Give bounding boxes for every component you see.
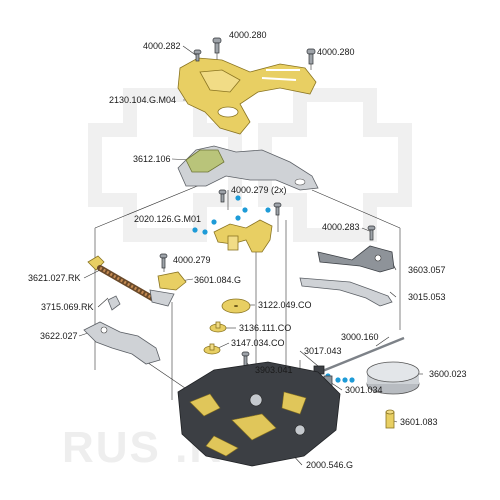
lever-3603 [317,245,395,273]
label-3622-027: 3622.027 [40,331,78,341]
bracket-under-spring [149,289,175,307]
label-3601-083: 3601.083 [400,417,438,427]
lever-3015 [299,277,393,307]
bridge-2020 [213,219,273,253]
part-3715 [107,295,121,311]
screw-4000-280-a-icon [212,37,222,54]
wheel-3122 [221,298,251,314]
plate-3622 [83,321,161,365]
screws-top [193,37,316,65]
label-3612-106: 3612.106 [133,154,171,164]
label-4000-279-2x: 4000.279 (2x) [231,185,287,195]
oil-dot-icon [211,219,217,225]
screw-4000-280-b-icon [306,48,316,65]
screw-4000-279-a-icon [218,189,227,203]
bridge-plate-2130 [177,57,317,135]
label-3001-034: 3001.034 [345,385,383,395]
label-3903-041: 3903.041 [255,365,293,375]
label-3603-057: 3603.057 [408,265,446,275]
screws-4000-279-2x [218,189,282,216]
label-3600-023: 3600.023 [429,369,467,379]
screw-4000-282-icon [193,49,202,62]
label-3017-043: 3017.043 [304,346,342,356]
label-2000-546: 2000.546.G [306,460,353,470]
screw-4000-283-icon [367,225,376,241]
plate-3612 [177,145,319,191]
wheel-3147 [203,343,221,355]
oil-dot-icon [335,377,341,383]
label-3601-084: 3601.084.G [194,275,241,285]
label-3015-053: 3015.053 [408,292,446,302]
block-3601-084 [157,271,187,291]
spring-3621 [87,255,155,301]
label-2130-104: 2130.104.G.M04 [109,95,176,105]
oil-dot-icon [192,227,198,233]
screw-4000-279-b-icon [273,202,282,216]
oil-dot-icon [202,229,208,235]
main-plate-2000 [177,361,341,467]
pin-3601-083 [385,409,395,429]
label-4000-283: 4000.283 [322,222,360,232]
oil-dot-icon [235,195,241,201]
oil-dot-icon [265,207,271,213]
stem-3000 [319,336,405,374]
label-3147-034: 3147.034.CO [231,338,285,348]
oil-dot-icon [235,215,241,221]
part-labels: 4000.282 4000.280 4000.280 2130.104.G.M0… [28,30,467,470]
label-4000-282: 4000.282 [143,41,181,51]
label-2020-126: 2020.126.G.M01 [134,214,201,224]
battery-3600 [366,361,420,395]
oil-dot-icon [349,377,355,383]
screw-4000-279-c-icon [159,253,168,269]
label-3136-111: 3136.111.CO [239,323,291,333]
oil-dot-icon [342,377,348,383]
screw-3903-icon [241,351,250,367]
label-4000-279: 4000.279 [173,255,211,265]
label-4000-280-a: 4000.280 [229,30,267,40]
label-3000-160: 3000.160 [341,332,379,342]
oil-dot-icon [242,207,248,213]
wheel-3136 [209,321,227,333]
label-4000-280-b: 4000.280 [317,47,355,57]
label-3122-049: 3122.049.CO [258,300,312,310]
label-3715-069: 3715.069.RK [41,302,94,312]
label-3621-027: 3621.027.RK [28,273,81,283]
